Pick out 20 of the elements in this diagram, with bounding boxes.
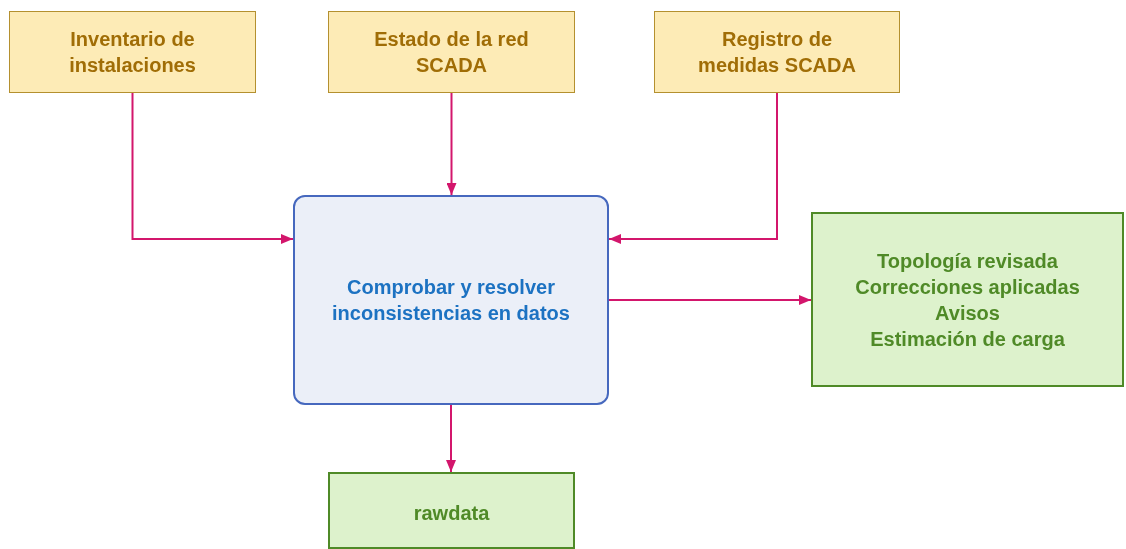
input-box (654, 11, 900, 93)
output-box (328, 472, 575, 549)
arrow (608, 295, 812, 305)
input-box (9, 11, 256, 93)
arrow (608, 92, 778, 244)
node-label: Comprobar y resolver inconsistencias en datos (331, 275, 571, 326)
node-label: Inventario de instalaciones (68, 27, 197, 78)
process-box (293, 195, 609, 405)
node-label: rawdata (413, 501, 490, 526)
node-label: Registro de medidas SCADA (697, 27, 857, 78)
node-label: Estimación de carga (870, 326, 1065, 352)
output-box (811, 212, 1124, 387)
node-label: Estado de la red SCADA (373, 27, 530, 78)
arrow (446, 404, 456, 473)
node-label: Correcciones aplicadas (855, 274, 1080, 300)
input-box (328, 11, 575, 93)
arrow (446, 92, 457, 196)
arrow (131, 92, 294, 244)
node-label: Topología revisada (877, 248, 1058, 274)
node-label: Avisos (935, 300, 1000, 326)
